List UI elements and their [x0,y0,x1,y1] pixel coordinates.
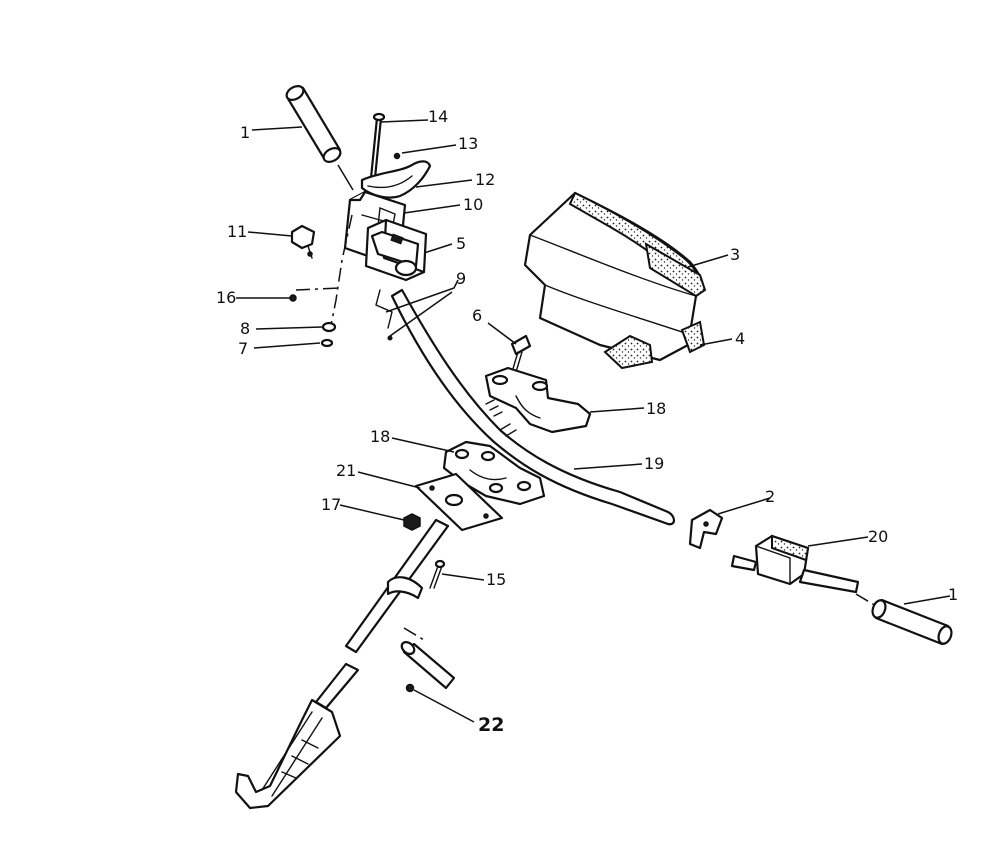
lock-washer [320,338,334,348]
switch-block [364,218,428,282]
callout-7: 7 [238,339,248,358]
callout-15: 15 [486,570,506,589]
callout-20: 20 [868,527,888,546]
callout-10: 10 [463,195,483,214]
callout-11: 11 [227,222,247,241]
nut [289,294,297,302]
callout-9: 9 [456,269,466,288]
callout-12: 12 [475,170,495,189]
grip-axis-line [337,164,354,191]
callout-18-upper: 18 [646,399,666,418]
steering-column [314,518,450,710]
callout-6: 6 [472,306,482,325]
callout-8: 8 [240,319,250,338]
callout-16: 16 [216,288,236,307]
callout-21: 21 [336,461,356,480]
throttle-bracket [688,508,724,550]
left-grip [285,85,342,163]
washer [321,321,337,333]
column-nut [403,513,421,531]
callout-17: 17 [321,495,341,514]
callout-13: 13 [458,134,478,153]
mount-plate [414,472,504,532]
pivot-pin [369,112,386,180]
assembly-line [403,627,425,641]
callout-2: 2 [765,487,775,506]
right-grip [871,598,953,646]
callout-labels: 1 14 13 12 10 11 5 16 9 8 7 3 4 6 18 18 … [216,107,958,736]
clamp-bolt [510,334,532,373]
assembly-line [295,287,341,291]
assembly-line [855,593,877,607]
headlight-cowl [523,191,707,370]
callout-18-lower: 18 [370,427,390,446]
small-pin [387,335,393,341]
leader-lines [236,119,951,723]
callout-4: 4 [735,329,745,348]
handlebar-tube [390,288,676,526]
spring-wire [375,289,393,329]
callout-3: 3 [730,245,740,264]
adjuster-screw [290,224,316,259]
pivot-shaft [400,640,456,690]
lower-clamp [442,440,546,506]
upper-clamp [484,366,592,434]
column-bolt [429,559,446,589]
callout-1-right: 1 [948,585,958,604]
clip [393,152,401,160]
shaft-nut [405,683,415,693]
callout-1-left: 1 [240,123,250,142]
callout-5: 5 [456,234,466,253]
callout-19: 19 [644,454,664,473]
assembly-line [329,214,353,331]
bottom-bracket [234,698,342,810]
callout-22: 22 [478,714,504,736]
callout-14: 14 [428,107,448,126]
right-switch-housing [730,534,860,594]
